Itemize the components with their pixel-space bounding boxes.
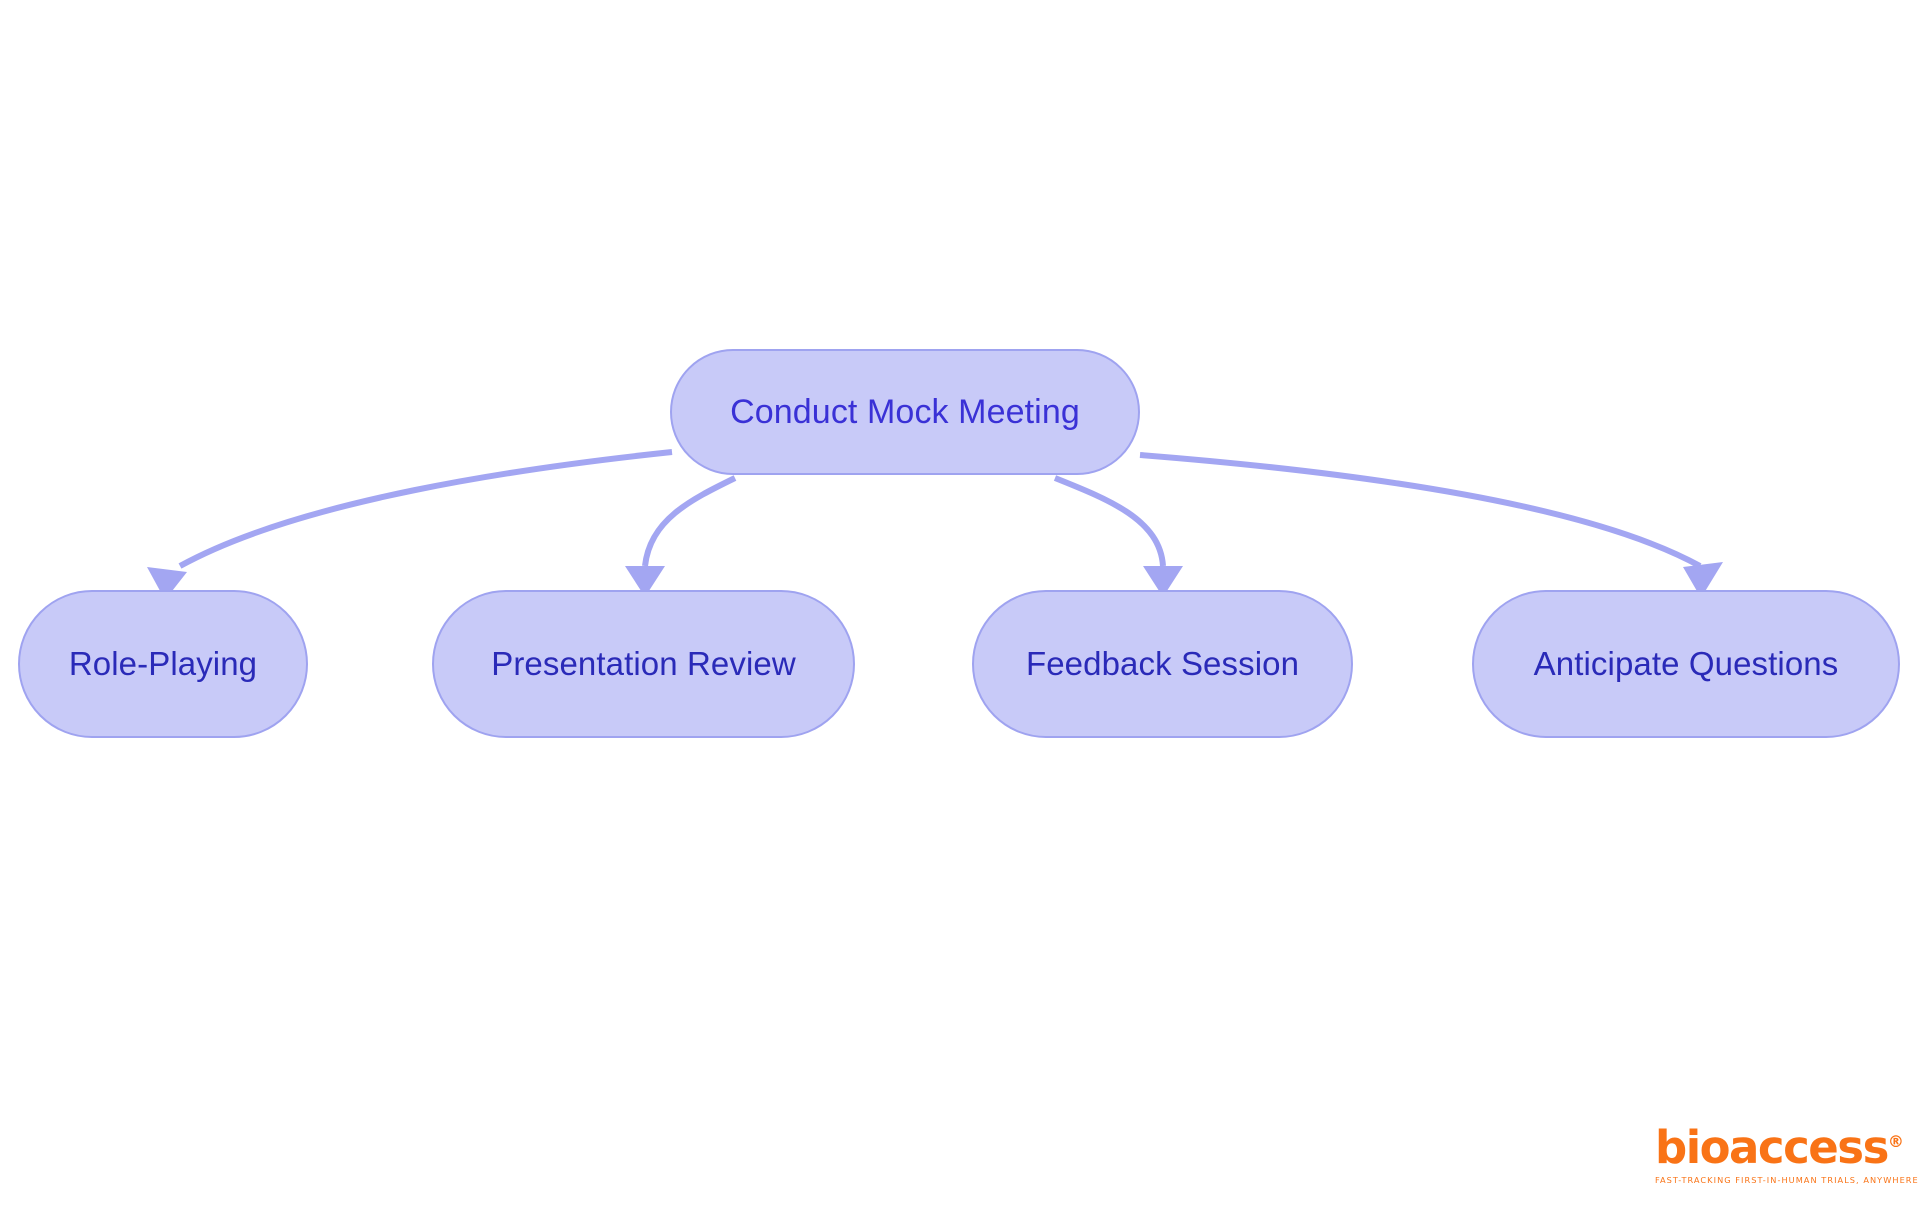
- edge-root-to-anticipate-questions: [1139, 452, 1702, 569]
- edge-root-to-role-playing: [178, 449, 673, 569]
- logo-tagline: FAST-TRACKING FIRST-IN-HUMAN TRIALS, ANY…: [1655, 1175, 1919, 1185]
- node-conduct-mock-meeting[interactable]: Conduct Mock Meeting: [670, 349, 1140, 475]
- node-label: Anticipate Questions: [1533, 645, 1839, 682]
- node-label: Conduct Mock Meeting: [730, 392, 1080, 431]
- node-feedback-session[interactable]: Feedback Session: [972, 590, 1353, 738]
- registered-trademark-icon: ®: [1887, 1132, 1904, 1151]
- node-label: Feedback Session: [1025, 645, 1300, 682]
- edge-root-to-presentation-review: [642, 475, 737, 567]
- node-role-playing[interactable]: Role-Playing: [18, 590, 308, 738]
- node-anticipate-questions[interactable]: Anticipate Questions: [1472, 590, 1900, 738]
- bioaccess-logo: bioaccess® FAST-TRACKING FIRST-IN-HUMAN …: [1655, 1124, 1918, 1196]
- logo-wordmark-text: bioaccess®: [1655, 1124, 1904, 1172]
- node-label: Presentation Review: [491, 645, 796, 682]
- node-presentation-review[interactable]: Presentation Review: [432, 590, 855, 738]
- logo-wordmark-label: bioaccess: [1655, 1121, 1889, 1174]
- edge-root-to-feedback-session: [1053, 475, 1166, 567]
- node-label: Role-Playing: [68, 645, 258, 682]
